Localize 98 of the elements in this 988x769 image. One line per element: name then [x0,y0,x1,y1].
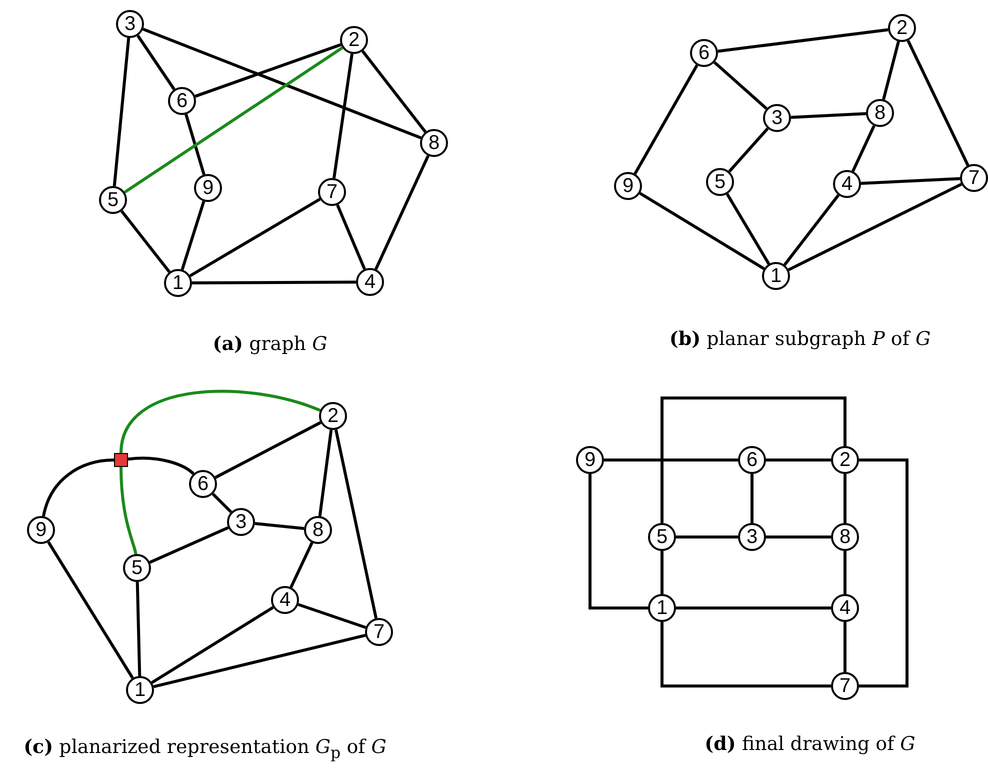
vertex-circle: 2 [888,14,916,42]
vertex-circle: 4 [356,268,384,296]
edge-line [844,474,846,523]
vertex-circle: 7 [960,164,988,192]
vertex-circle: 1 [164,269,192,297]
vertex-circle: 6 [738,446,766,474]
edge-line [790,112,866,119]
edge-line [153,634,366,688]
vertex-circle: 2 [340,26,368,54]
edge-line [332,54,354,178]
vertex-circle: 8 [831,523,859,551]
edge-line [639,192,765,270]
crossing-square [114,453,128,467]
vertex-circle: 8 [304,516,332,544]
edge-line [151,606,274,684]
vertex-circle: 9 [576,446,604,474]
vertex-circle: 1 [648,594,676,622]
edge-line [192,280,356,284]
edge-line [726,193,770,265]
edge-line [906,40,970,166]
edge-line [766,458,831,462]
edge-line [634,64,698,175]
edge-line [361,50,427,133]
edge-line [142,28,422,140]
vertex-circle: 9 [614,172,642,200]
vertex-circle: 4 [831,594,859,622]
edge-line [214,421,322,479]
vertex-circle: 5 [648,523,676,551]
edge-line [149,526,229,564]
vertex-circle: 3 [116,10,144,38]
edge-line [588,474,648,610]
edge-line [298,603,366,629]
edge-line [47,541,134,679]
vertex-circle: 3 [738,523,766,551]
edge-line [852,125,876,172]
edge-line [660,396,846,523]
edge-line [120,466,138,554]
edge-line [194,43,342,98]
edge-line [184,114,206,176]
vertex-circle: 7 [365,618,393,646]
vertex-circle: 9 [194,174,222,202]
edge-line [713,61,768,110]
edge-line [42,458,114,517]
figure-caption: (d) final drawing of G [704,733,916,755]
edge-line [318,430,333,516]
edge-line [136,34,176,90]
edge-line [290,542,314,588]
vertex-circle: 6 [189,470,217,498]
edge-line [120,390,321,454]
edge-line [718,28,888,53]
edge-line [844,551,846,594]
vertex-circle: 7 [318,178,346,206]
edge-line [124,46,344,194]
edge-line [374,155,430,270]
vertex-circle: 8 [866,99,894,127]
edge-line [728,127,769,173]
figure-caption: (a) graph G [212,333,328,355]
edge-line [660,551,664,594]
vertex-circle: 5 [99,186,127,214]
edge-line [783,194,840,266]
vertex-circle: 1 [762,262,790,290]
vertex-circle: 4 [271,586,299,614]
vertex-circle: 6 [168,87,196,115]
vertex-circle: 9 [27,516,55,544]
edge-line [189,198,321,278]
vertex-circle: 3 [227,508,255,536]
edge-line [334,429,378,619]
edge-line [180,200,206,270]
vertex-circle: 6 [690,39,718,67]
edge-line [660,622,831,688]
edge-line [136,582,142,676]
vertex-circle: 5 [123,554,151,582]
edge-line [212,492,232,514]
edge-line [254,522,304,530]
vertex-circle: 1 [126,676,154,704]
edge-line [120,210,171,273]
edge-line [844,622,846,672]
edge-line [112,38,130,186]
edge-line [676,536,738,538]
vertex-circle: 4 [833,170,861,198]
edge-line [676,606,831,610]
edge-line [604,458,738,462]
edge-line [750,474,754,523]
vertex-circle: 7 [831,672,859,700]
vertex-circle: 2 [831,446,859,474]
vertex-circle: 3 [763,104,791,132]
edge-line [882,41,900,100]
edge-line [336,204,366,270]
edge-line [859,458,908,688]
edge-line [860,177,960,185]
figure-caption: (b) planar subgraph P of G [669,328,931,350]
figure-caption: (c) planarized representation G$_{p}$ of G [24,736,386,762]
edge-line [766,536,831,538]
edge-line [128,456,194,475]
edge-line [788,182,962,272]
vertex-circle: 5 [706,168,734,196]
vertex-circle: 2 [319,402,347,430]
vertex-circle: 8 [420,129,448,157]
